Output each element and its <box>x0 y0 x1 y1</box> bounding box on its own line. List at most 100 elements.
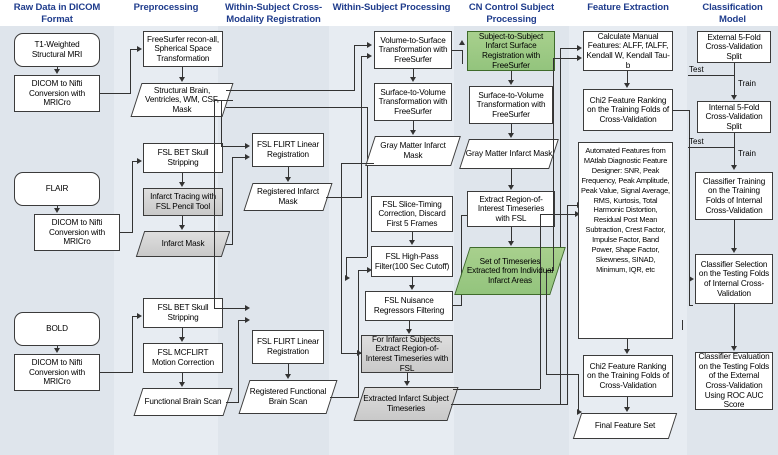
node-fsl-flirt-linear-registration-1[interactable]: FSL FLIRT Linear Registration <box>252 133 324 167</box>
node-volume-to-surface-transformation[interactable]: Volume-to-Surface Transformation with Fr… <box>374 31 452 69</box>
line-flair-to-dicom <box>57 206 58 209</box>
arrow-surf2vol-to-gm1 <box>409 130 416 135</box>
line-structbrain-to-vol2surf-2 <box>354 45 368 46</box>
line-regfunc-to-slicetiming <box>358 270 368 271</box>
arrow-chi2-2-to-final <box>623 407 630 412</box>
line-regfunc-up <box>358 270 359 398</box>
node-set-of-timeseries[interactable]: Set of Timeseries Extracted from Individ… <box>454 247 566 295</box>
line-flirt2-to-regfunc <box>288 364 289 376</box>
line-struct-to-flirt1-a <box>221 100 233 101</box>
node-subject-to-subject-infarct-registration[interactable]: Subject-to-Subject Infarct Surface Regis… <box>467 31 555 71</box>
node-extract-region-of-interest-timeseries[interactable]: Extract Region-of-Interest Timeseries wi… <box>467 191 555 227</box>
line-setts-to-manual <box>553 58 578 59</box>
line-extractroi-to-setts <box>511 227 512 243</box>
node-classifier-training[interactable]: Classifier Training on the Training Fold… <box>695 172 773 220</box>
node-final-feature-set[interactable]: Final Feature Set <box>572 413 678 439</box>
node-infarct-tracing[interactable]: Infarct Tracing with FSL Pencil Tool <box>143 188 223 216</box>
node-infarct-mask[interactable]: Infarct Mask <box>135 231 231 257</box>
line-flairdicom-right <box>120 232 132 233</box>
line-vol2surf-down-to-green <box>462 50 463 64</box>
arrow-gm2-to-extractroi <box>507 185 514 190</box>
line-nuisance-right <box>453 305 461 306</box>
node-registered-infarct-mask[interactable]: Registered Infarct Mask <box>243 183 333 211</box>
node-structural-brain-mask[interactable]: Structural Brain, Ventricles, WM, CSF, M… <box>130 83 234 117</box>
node-extracted-infarct-subject-timeseries[interactable]: Extracted Infarct Subject Timeseries <box>353 387 459 421</box>
node-fsl-mcflirt-motion-correction[interactable]: FSL MCFLIRT Motion Correction <box>143 343 223 373</box>
node-gray-matter-infarct-mask-1[interactable]: Gray Matter Infarct Mask <box>365 136 461 166</box>
node-fsl-flirt-linear-registration-2[interactable]: FSL FLIRT Linear Registration <box>252 330 324 364</box>
line-setts-tap <box>546 270 553 271</box>
line-gm1-to-extract <box>341 353 361 354</box>
node-automated-features[interactable]: Automated Features from MAtlab Diagnosti… <box>578 142 673 339</box>
node-surface-to-volume-transformation-1[interactable]: Surface-to-Volume Transformation with Fr… <box>374 83 452 121</box>
line-surf2vol2-to-gm2 <box>511 124 512 135</box>
line-selection-to-evaluation <box>734 304 735 348</box>
node-bold[interactable]: BOLD <box>14 312 100 346</box>
line-setts-drop-final <box>578 374 579 411</box>
line-final-stub <box>682 320 683 330</box>
line-structbrain-up <box>354 45 355 91</box>
column-header-cross-modality: Within-Subject Cross-Modality Registrati… <box>224 2 323 25</box>
node-chi2-feature-ranking-1[interactable]: Chi2 Feature Ranking on the Training Fol… <box>583 89 673 131</box>
arrow-structbrain-into-slicetiming <box>345 274 350 281</box>
node-external-cv-split[interactable]: External 5-Fold Cross-Validation Split <box>697 31 771 63</box>
node-calculate-manual-features[interactable]: Calculate Manual Features: ALFF, fALFF, … <box>583 31 673 71</box>
arrow-bet2-to-mcflirt <box>178 337 185 342</box>
node-internal-cv-split[interactable]: Internal 5-Fold Cross-Validation Split <box>697 101 771 133</box>
column-header-preprocessing: Preprocessing <box>133 2 199 13</box>
line-setts-mid-v <box>540 214 541 389</box>
arrow-infarctmask-into-flirt1 <box>245 153 250 160</box>
node-flair-dicom-conversion[interactable]: DICOM to Nifti Conversion with MRICro <box>34 214 120 251</box>
arrow-into-bet-skull-1 <box>137 157 142 164</box>
arrow-vol2surf-to-surf2vol <box>409 77 416 82</box>
line-bolddicom-to-bet2 <box>132 316 138 317</box>
line-reginfarct-to-vol2surf <box>361 56 368 57</box>
arrow-into-classifier-selection <box>689 275 694 282</box>
node-fsl-bet-skull-stripping-1[interactable]: FSL BET Skull Stripping <box>143 143 223 173</box>
line-structbrain-to-slicetiming <box>346 257 367 258</box>
node-chi2-feature-ranking-2[interactable]: Chi2 Feature Ranking on the Training Fol… <box>583 355 673 397</box>
arrow-into-final-feature-set <box>577 408 582 415</box>
arrow-external-to-internal <box>730 95 737 100</box>
node-freesurfer-recon-all[interactable]: FreeSurfer recon-all, Spherical Space Tr… <box>143 31 223 67</box>
node-extract-infarct-subject-roi[interactable]: For Infarct Subjects, Extract Region-of-… <box>361 335 453 373</box>
line-regfunc-right <box>330 397 358 398</box>
line-t1dicom-up <box>130 49 131 94</box>
line-setts-mid-h <box>540 214 576 215</box>
line-extractedts-to-automated <box>567 205 578 206</box>
edge-label-train-2: Train <box>738 149 756 158</box>
node-fsl-slice-timing-correction[interactable]: FSL Slice-Timing Correction, Discard Fir… <box>371 196 453 232</box>
node-t1-weighted-structural-mri[interactable]: T1-Weighted Structural MRI <box>14 33 100 67</box>
arrow-tracing-to-mask <box>178 225 185 230</box>
node-fsl-bet-skull-stripping-2[interactable]: FSL BET Skull Stripping <box>143 298 223 328</box>
line-setts-to-finalfeature <box>546 374 578 375</box>
arrow-struct-into-flirt2 <box>245 304 250 311</box>
node-classifier-evaluation[interactable]: Classifier Evaluation on the Testing Fol… <box>695 352 773 410</box>
line-extractedts-to-manual <box>560 48 578 49</box>
node-bold-dicom-conversion[interactable]: DICOM to Nifti Conversion with MRICro <box>14 354 100 391</box>
node-surface-to-volume-transformation-2[interactable]: Surface-to-Volume Transformation with Fr… <box>469 86 553 124</box>
line-recon-to-structbrain <box>182 67 183 79</box>
node-gray-matter-infarct-mask-2[interactable]: Gray Matter Infarct Mask <box>459 139 559 169</box>
line-funcscan-right <box>226 402 238 403</box>
line-nuisance-up <box>461 215 462 306</box>
arrow-slicetiming-to-highpass <box>408 240 415 245</box>
node-registered-functional-brain-scan[interactable]: Registered Functional Brain Scan <box>238 380 338 414</box>
node-functional-brain-scan[interactable]: Functional Brain Scan <box>133 388 233 416</box>
node-fsl-nuisance-regressors-filtering[interactable]: FSL Nuisance Regressors Filtering <box>365 291 453 321</box>
line-flirt1-to-reginfarct <box>288 167 289 179</box>
node-t1-dicom-conversion[interactable]: DICOM to Nifti Conversion with MRICro <box>14 75 100 112</box>
node-classifier-selection[interactable]: Classifier Selection on the Testing Fold… <box>695 254 773 304</box>
line-mcflirt-to-funcscan <box>182 373 183 384</box>
arrow-subj2subj-to-surf2vol2 <box>507 80 514 85</box>
line-slicetiming-to-highpass <box>412 232 413 242</box>
line-nuisance-to-extract <box>409 321 410 331</box>
line-funcscan-to-flirt2 <box>238 320 246 321</box>
line-flairdicom-to-bet <box>132 161 138 162</box>
node-fsl-high-pass-filter[interactable]: FSL High-Pass Filter(100 Sec Cutoff) <box>371 246 453 277</box>
arrow-bet1-to-tracing <box>178 182 185 187</box>
line-bolddicom-right <box>100 372 132 373</box>
arrow-gm1-into-extract <box>357 349 362 356</box>
node-flair[interactable]: FLAIR <box>14 172 100 206</box>
